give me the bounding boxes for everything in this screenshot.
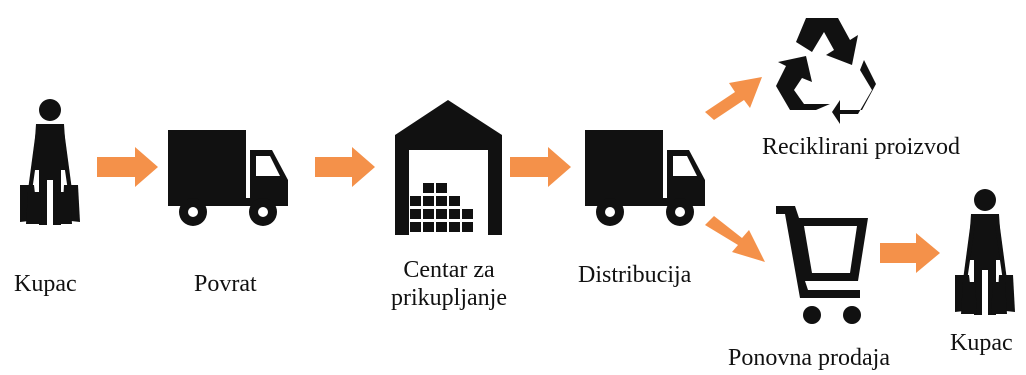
label-collection-line1: Centar za	[403, 257, 495, 283]
shopper-icon	[20, 99, 80, 225]
truck-icon	[168, 130, 288, 226]
arrow-distribution-to-resale	[705, 216, 765, 262]
label-recycled: Reciklirani proizvod	[762, 134, 960, 160]
label-distribution: Distribucija	[578, 262, 692, 288]
shopping-cart-icon	[776, 206, 868, 324]
label-resale: Ponovna prodaja	[728, 345, 890, 371]
recycle-icon	[776, 18, 876, 124]
truck-icon	[585, 130, 705, 226]
warehouse-icon	[395, 100, 502, 235]
arrow-resale-to-customer	[880, 233, 940, 273]
arrow-distribution-to-recycled	[705, 77, 762, 120]
label-customer-final: Kupac	[950, 330, 1013, 356]
arrow-collection-to-distribution	[510, 147, 571, 187]
shopper-icon	[955, 189, 1015, 315]
arrow-customer-to-return	[97, 147, 158, 187]
label-customer: Kupac	[14, 271, 77, 297]
label-return: Povrat	[194, 271, 257, 297]
arrow-return-to-collection	[315, 147, 375, 187]
label-collection-line2: prikupljanje	[391, 285, 507, 311]
